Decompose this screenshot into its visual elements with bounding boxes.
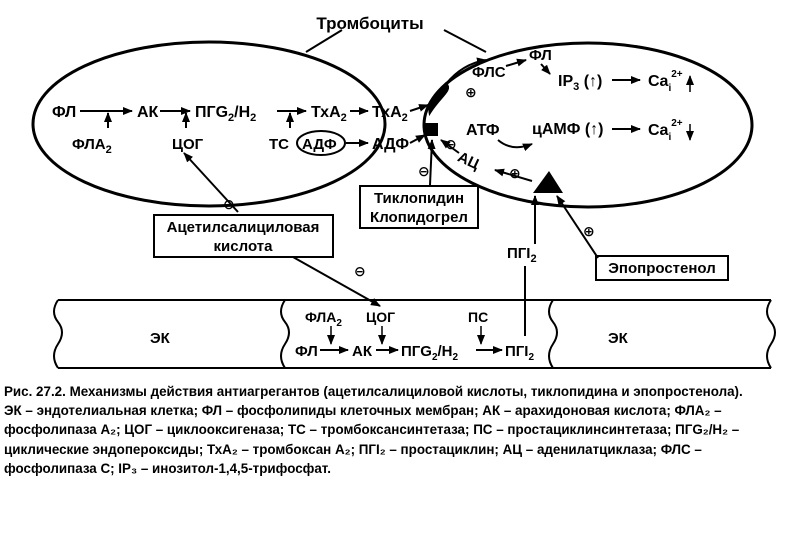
plus-fls: ⊕ [465,84,477,100]
ticlopidine-box [359,185,479,229]
platelets-pointer-left [305,29,343,53]
ek-left: ЭК [150,330,171,347]
arrow-adf-to-receptor [409,134,426,144]
left-pgg: ПГG2/H2 [195,104,256,124]
endo-fla2: ФЛА2 [305,309,342,329]
arrow-aspirin-endothelium [292,256,381,307]
plus-ac: ⊕ [509,165,521,181]
left-adf: АДФ [302,136,337,153]
endo-pgi: ПГI2 [505,343,534,363]
left-txa: ТхА2 [311,104,347,124]
left-fla2: ФЛА2 [72,136,112,156]
left-ak: АК [137,104,159,121]
caption-title-text: Механизмы действия антиагрегантов (ацети… [65,384,743,399]
prostacyclin-receptor [533,171,563,193]
endo-ps: ПС [468,309,488,325]
arrow-ac-adf-receptor [440,139,460,154]
caption-title: Рис. 27.2. Механизмы действия антиагрега… [4,382,797,401]
endo-ak: АК [352,343,373,360]
arrow-receptor-fls [445,57,487,85]
minus-aspirin-cog: ⊖ [223,196,235,212]
arrow-atf-camf [497,139,533,152]
mechanism-diagram: Тромбоциты ФЛ АК ПГG2/H2 ТхА2 ФЛА2 ЦОГ Т… [31,14,776,369]
endothelium-divider-right [548,299,558,369]
platelets-pointer-right [443,29,487,53]
epoprostenol-label: Эпопростенол [608,260,716,277]
endo-cog: ЦОГ [366,309,395,325]
arrow-fl-ip3 [540,63,551,75]
arrow-ticlopidine-receptor [427,139,436,186]
right-ca-up: Cai2+ [648,69,683,94]
mid-txa: ТхА2 [372,104,408,124]
right-ca-down: Cai2+ [648,118,683,143]
right-atf: АТФ [466,122,500,139]
plus-epoprostenol: ⊕ [583,223,595,239]
platelets-label: Тромбоциты [316,14,423,33]
clopidogrel-label: Клопидогрел [370,209,468,226]
right-camf: цАМФ (↑) [532,121,603,138]
endothelium-divider-left [280,299,290,369]
minus-aspirin-endothelium: ⊖ [354,263,366,279]
figure-number: Рис. 27.2. [4,384,66,399]
endothelium-left-wave [53,299,63,369]
left-fl: ФЛ [52,104,76,121]
endothelium-right-wave [766,299,776,369]
ticlopidine-label: Тиклопидин [374,190,464,207]
arrow-txa-to-receptor [409,104,429,112]
aspirin-box [153,214,334,258]
txa-receptor [428,81,449,117]
ek-right: ЭК [608,330,629,347]
arrow-aspirin-cog [183,152,239,213]
figure-caption: Рис. 27.2. Механизмы действия антиагрега… [4,382,797,478]
arrow-fls-fl [505,58,527,67]
aspirin-label-line1: Ацетилсалициловая [167,219,320,236]
left-ts: ТС [269,136,289,153]
arrow-receptor-ac [494,168,533,182]
left-platelet-cell [31,40,387,208]
minus-ticlopidine: ⊖ [418,163,430,179]
adf-receptor [425,123,438,136]
endo-fl: ФЛ [295,343,318,360]
adf-circle [296,130,346,156]
aspirin-label-line2: кислота [214,238,274,255]
epoprostenol-box [595,255,729,281]
arrow-epoprostenol-receptor [556,195,599,259]
right-fls: ФЛС [472,64,506,81]
right-ip3: IP3 (↑) [558,73,602,93]
left-cog: ЦОГ [172,136,204,153]
pgi-top: ПГI2 [507,245,537,265]
minus-adf-receptor: ⊖ [445,136,457,152]
right-platelet-cell [422,41,754,209]
endo-pgg: ПГG2/H2 [401,343,459,363]
mid-adf: АДФ [372,136,409,153]
right-fl: ФЛ [529,47,552,64]
caption-legend: ЭК – эндотелиальная клетка; ФЛ – фосфоли… [4,403,740,476]
